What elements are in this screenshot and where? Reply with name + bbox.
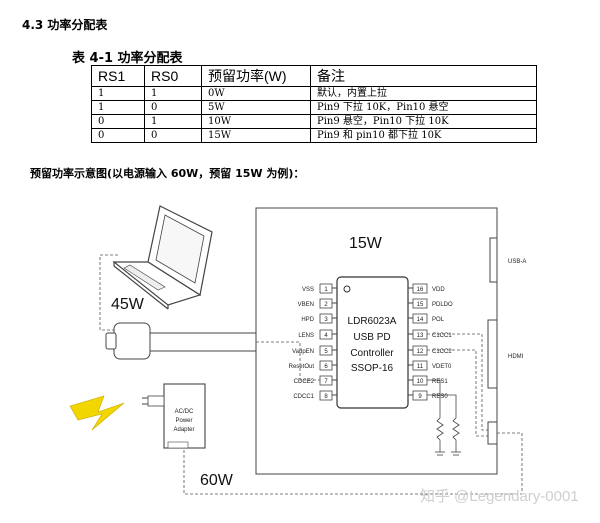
power-allocation-table: RS1 RS0 预留功率(W) 备注 1 1 0W 默认，内置上拉 1 0 5W… [91,65,537,143]
laptop-icon [112,205,213,310]
pin-name: HPD [301,317,314,323]
chip-pin: 12 C1CC2 [408,345,452,356]
usb-c-port [487,421,498,445]
adapter-label-line: Power [175,418,192,424]
pin-number: 10 [417,379,424,385]
pin-number: 1 [324,287,328,293]
chip-pin: 2 VBEN [298,298,337,309]
table-cell: Pin9 下拉 10K，Pin10 悬空 [310,100,537,115]
chip-label-line: Controller [350,348,394,359]
chip-label-line: LDR6023A [348,316,397,327]
pin-name: VSS [302,287,314,293]
pin-name: LENS [298,333,314,339]
table-row: 1 0 5W Pin9 下拉 10K，Pin10 悬空 [91,100,537,115]
chip-pin: 4 LENS [298,329,337,340]
chip-pin: 15 PDLDO [408,298,453,309]
pin-name: VDET0 [432,364,452,370]
chip-pin: 13 C1CC1 [408,329,452,340]
adapter-label-line: Adapter [173,427,194,433]
column-header: 备注 [310,65,537,87]
pin-name: PDLDO [432,302,453,308]
reserved-power-label: 15W [349,235,383,252]
usb-a-label: USB-A [508,259,526,265]
chip-pin: 6 ResetOut [289,360,337,371]
table-row: 1 1 0W 默认，内置上拉 [91,86,537,101]
pin1-marker-icon [343,285,351,293]
laptop-power-label: 45W [111,296,145,313]
chip-label-line: USB PD [353,332,390,343]
ac-dc-adapter: AC/DC Power Adapter [142,383,206,449]
pin-number: 4 [324,333,328,339]
chip-pin: 14 POL [408,313,445,324]
pin-number: 15 [417,302,424,308]
column-header: RS1 [91,65,145,87]
pin-number: 7 [324,379,328,385]
table-cell: 默认，内置上拉 [310,86,537,101]
adapter-cc-line [183,432,523,495]
pin-number: 11 [417,364,424,370]
table-cell: Pin9 悬空，Pin10 下拉 10K [310,114,537,129]
chip-pin: 16 VDD [408,283,445,294]
ldr6023a-chip [336,276,409,409]
pin-number: 9 [418,394,422,400]
usb-c-cable-icon [105,322,257,360]
laptop-cc-line [99,254,118,331]
pin-number: 14 [417,317,424,323]
watermark: 知乎 @Legendary-0001 [420,488,579,505]
chip-pin: 11 VDET0 [408,360,452,371]
section-title: 4.3 功率分配表 [22,18,108,32]
pin-number: 2 [324,302,328,308]
chip-pin: 1 VSS [302,283,337,294]
pin-number: 6 [324,364,328,370]
pin-number: 12 [417,349,424,355]
cc-lines [427,333,488,437]
lightning-icon [69,395,125,431]
chip-pin: 7 CDCE2 [294,375,337,386]
hdmi-port [487,319,498,389]
pin-number: 13 [417,333,424,339]
usb-a-port [489,237,498,283]
pin-number: 8 [324,394,328,400]
chip-pin: 8 CDCC1 [293,390,337,401]
pin-name: VadpEN [292,349,314,355]
right-pins: 16 VDD 15 PDLDO 14 POL 13 C1CC1 12 C1CC2 [408,283,453,401]
cable-cc-line [256,341,320,381]
pin-name: ResetOut [289,364,315,370]
pulldown-resistors [427,379,461,456]
chip-pin: 5 VadpEN [292,345,337,356]
pin-name: C1CC1 [432,333,452,339]
adapter-label-line: AC/DC [175,409,194,415]
table-cell: Pin9 和 pin10 都下拉 10K [310,128,537,143]
plug-icon [147,395,165,407]
input-power-label: 60W [200,472,234,489]
pin-name: VBEN [298,302,314,308]
left-pins: 1 VSS 2 VBEN 3 HPD 4 LENS 5 VadpEN [289,283,337,401]
table-row: 0 1 10W Pin9 悬空，Pin10 下拉 10K [91,114,537,129]
pin-number: 5 [324,349,328,355]
pin-name: POL [432,317,445,323]
pin-name: CDCE2 [294,379,315,385]
pin-number: 16 [417,287,424,293]
pin-name: VDD [432,287,445,293]
hdmi-label: HDMI [508,354,524,360]
column-header: 预留功率(W) [201,65,311,87]
chip-label-line: SSOP-16 [351,363,394,374]
adapter-port [167,441,189,449]
pin-name: CDCC1 [293,394,314,400]
chip-pin: 3 HPD [301,313,337,324]
table-row: 0 0 15W Pin9 和 pin10 都下拉 10K [91,128,537,143]
table-header-row: RS1 RS0 预留功率(W) 备注 [91,65,537,87]
table-caption: 表 4-1 功率分配表 [72,51,183,66]
pin-number: 3 [324,317,328,323]
column-header: RS0 [144,65,202,87]
pin-name: C1CC2 [432,349,452,355]
example-title: 预留功率示意图(以电源输入 60W，预留 15W 为例)： [30,167,305,180]
